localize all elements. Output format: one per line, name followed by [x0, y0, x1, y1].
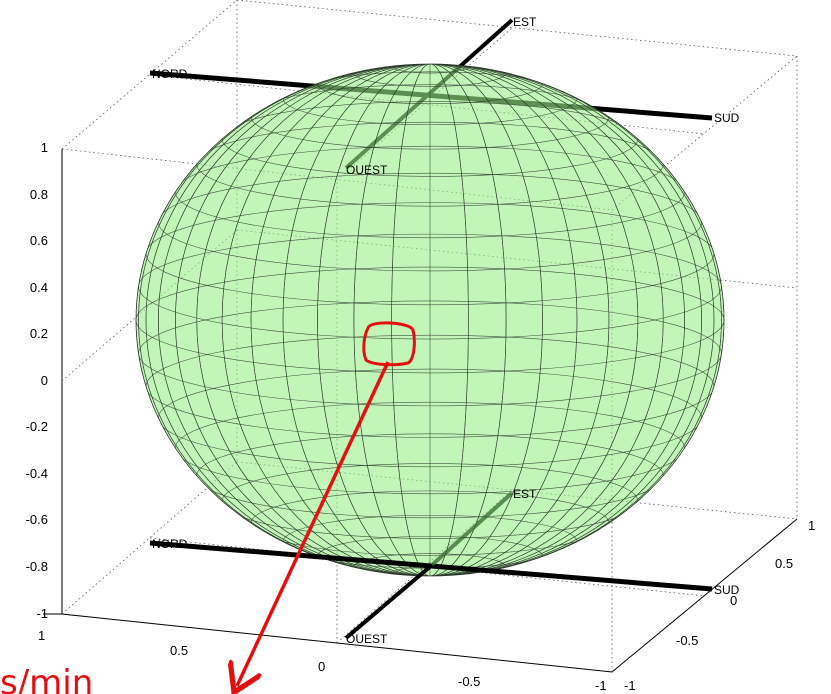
z-tick-labels: 1 0.8 0.6 0.4 0.2 0 -0.2 -0.4 -0.6 -0.8 … — [26, 140, 48, 621]
x-tick-labels: 1 0.5 0 -0.5 -1 — [38, 628, 607, 693]
z-tick: -1 — [36, 606, 48, 621]
label-top-north: NORD — [152, 67, 188, 81]
longitude-line — [391, 64, 469, 576]
z-tick: 0.4 — [30, 280, 48, 295]
longitude-line — [317, 64, 543, 576]
label-bottom-north: NORD — [152, 537, 188, 551]
label-top-west: OUEST — [346, 163, 388, 177]
bottom-direction-axes — [149, 491, 713, 640]
x-tick: 1 — [38, 628, 45, 643]
label-bottom-west: OUEST — [346, 632, 388, 646]
sphere — [135, 63, 725, 577]
direction-labels: NORD SUD EST OUEST NORD SUD EST OUEST — [152, 15, 740, 646]
y-tick: -0.5 — [676, 633, 698, 648]
z-tick: 0.8 — [30, 187, 48, 202]
label-top-east: EST — [513, 15, 537, 29]
longitude-line — [138, 64, 722, 576]
highlight-circle — [362, 321, 416, 367]
z-tick: 0.2 — [30, 326, 48, 341]
latitude-line — [136, 266, 724, 374]
y-tick: 0.5 — [775, 556, 793, 571]
longitude-line — [196, 64, 664, 576]
label-bottom-east: EST — [513, 487, 537, 501]
annotation-arrow — [237, 361, 390, 686]
longitude-line — [221, 64, 639, 576]
label-bottom-south: SUD — [714, 583, 740, 597]
x-tick: 0 — [318, 659, 325, 674]
z-tick: 0 — [41, 373, 48, 388]
y-tick: 0 — [730, 593, 737, 608]
z-tick: -0.4 — [26, 466, 48, 481]
longitude-line — [250, 64, 610, 576]
longitude-line — [158, 64, 702, 576]
y-tick-labels: -1 -0.5 0 0.5 1 — [624, 518, 815, 693]
z-tick: -0.6 — [26, 512, 48, 527]
longitude-line — [145, 64, 715, 576]
x-tick: -0.5 — [458, 674, 480, 689]
z-tick: -0.2 — [26, 419, 48, 434]
y-tick: 1 — [808, 518, 815, 533]
longitude-line — [175, 64, 685, 576]
z-tick: 0.6 — [30, 233, 48, 248]
x-tick: 0.5 — [170, 643, 188, 658]
z-tick: 1 — [41, 140, 48, 155]
label-top-south: SUD — [714, 111, 740, 125]
longitude-line — [353, 64, 507, 576]
red-annotation: s/min — [0, 321, 416, 694]
annotation-text: s/min — [0, 663, 93, 694]
y-tick: -1 — [624, 678, 636, 693]
longitude-line — [282, 64, 578, 576]
z-tick: -0.8 — [26, 559, 48, 574]
x-tick: -1 — [595, 678, 607, 693]
